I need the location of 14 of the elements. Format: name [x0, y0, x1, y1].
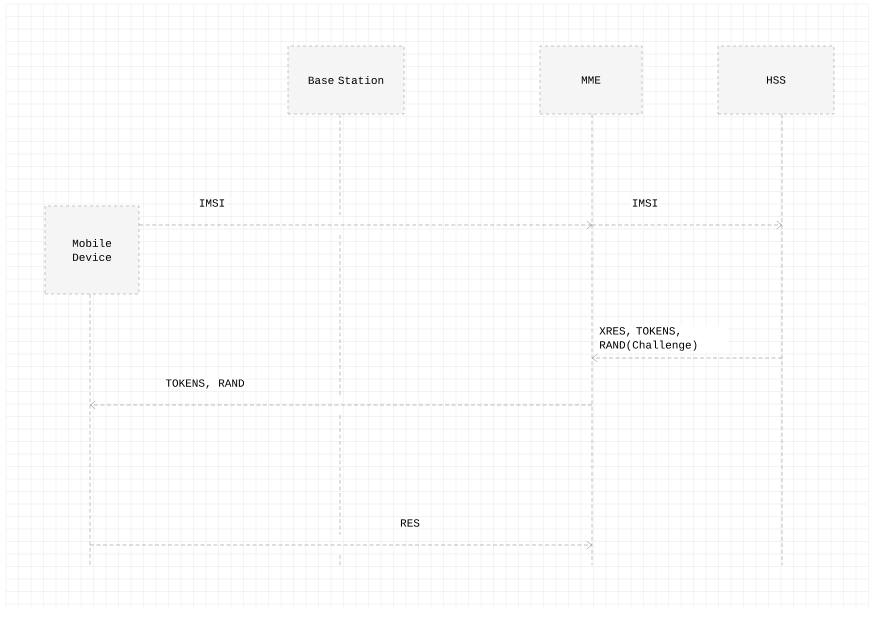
arrow	[90, 400, 592, 410]
edge-label: RES	[399, 518, 421, 528]
edge-label: IMSI	[198, 198, 226, 208]
edge-label: TOKENS, RAND	[164, 378, 246, 390]
arrow	[90, 540, 592, 550]
participant-box: Base Station	[288, 46, 404, 114]
arrow	[592, 354, 782, 362]
arrow	[592, 220, 782, 230]
edge-label: XRES, TOKENS, RAND(Challenge)	[598, 326, 728, 352]
participant-box: Mobile Device	[44, 206, 140, 294]
arrow	[139, 220, 592, 230]
participant-box: MME	[540, 46, 642, 114]
edge-label: IMSI	[630, 198, 660, 208]
participant-box: HSS	[718, 46, 834, 114]
